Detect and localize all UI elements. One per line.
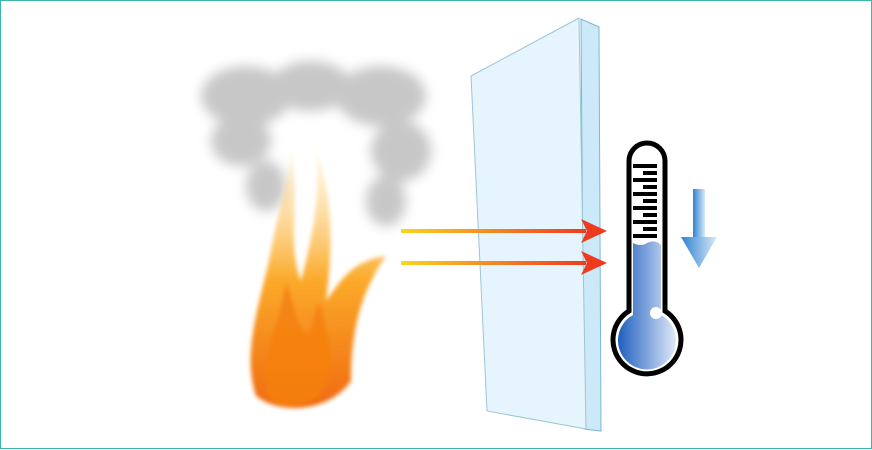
heat-arrow-icon (401, 219, 607, 275)
down-arrow-icon (681, 189, 717, 268)
glass-pane-icon (470, 17, 602, 432)
fire-icon (250, 151, 386, 408)
smoke-icon (201, 61, 431, 226)
thermometer-icon (610, 140, 684, 377)
